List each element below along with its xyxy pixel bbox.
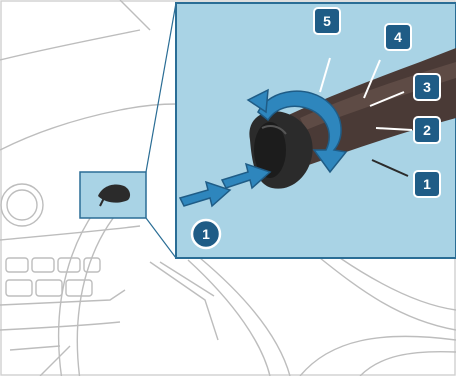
callout-badge-2: 2 [414, 117, 440, 143]
callout-3-label: 3 [423, 79, 431, 95]
callout-2-label: 2 [423, 122, 431, 138]
callout-badge-3: 3 [414, 74, 440, 100]
callout-badge-5: 5 [314, 8, 340, 34]
locator-inset [80, 172, 146, 218]
callout-badge-1: 1 [414, 171, 440, 197]
callout-push-label: 1 [202, 226, 210, 242]
callout-1-label: 1 [423, 176, 431, 192]
callout-5-label: 5 [323, 13, 331, 29]
callout-4-label: 4 [394, 29, 402, 45]
callout-badge-push: 1 [192, 220, 220, 248]
callout-badge-4: 4 [385, 24, 411, 50]
inset-connector [146, 3, 176, 258]
